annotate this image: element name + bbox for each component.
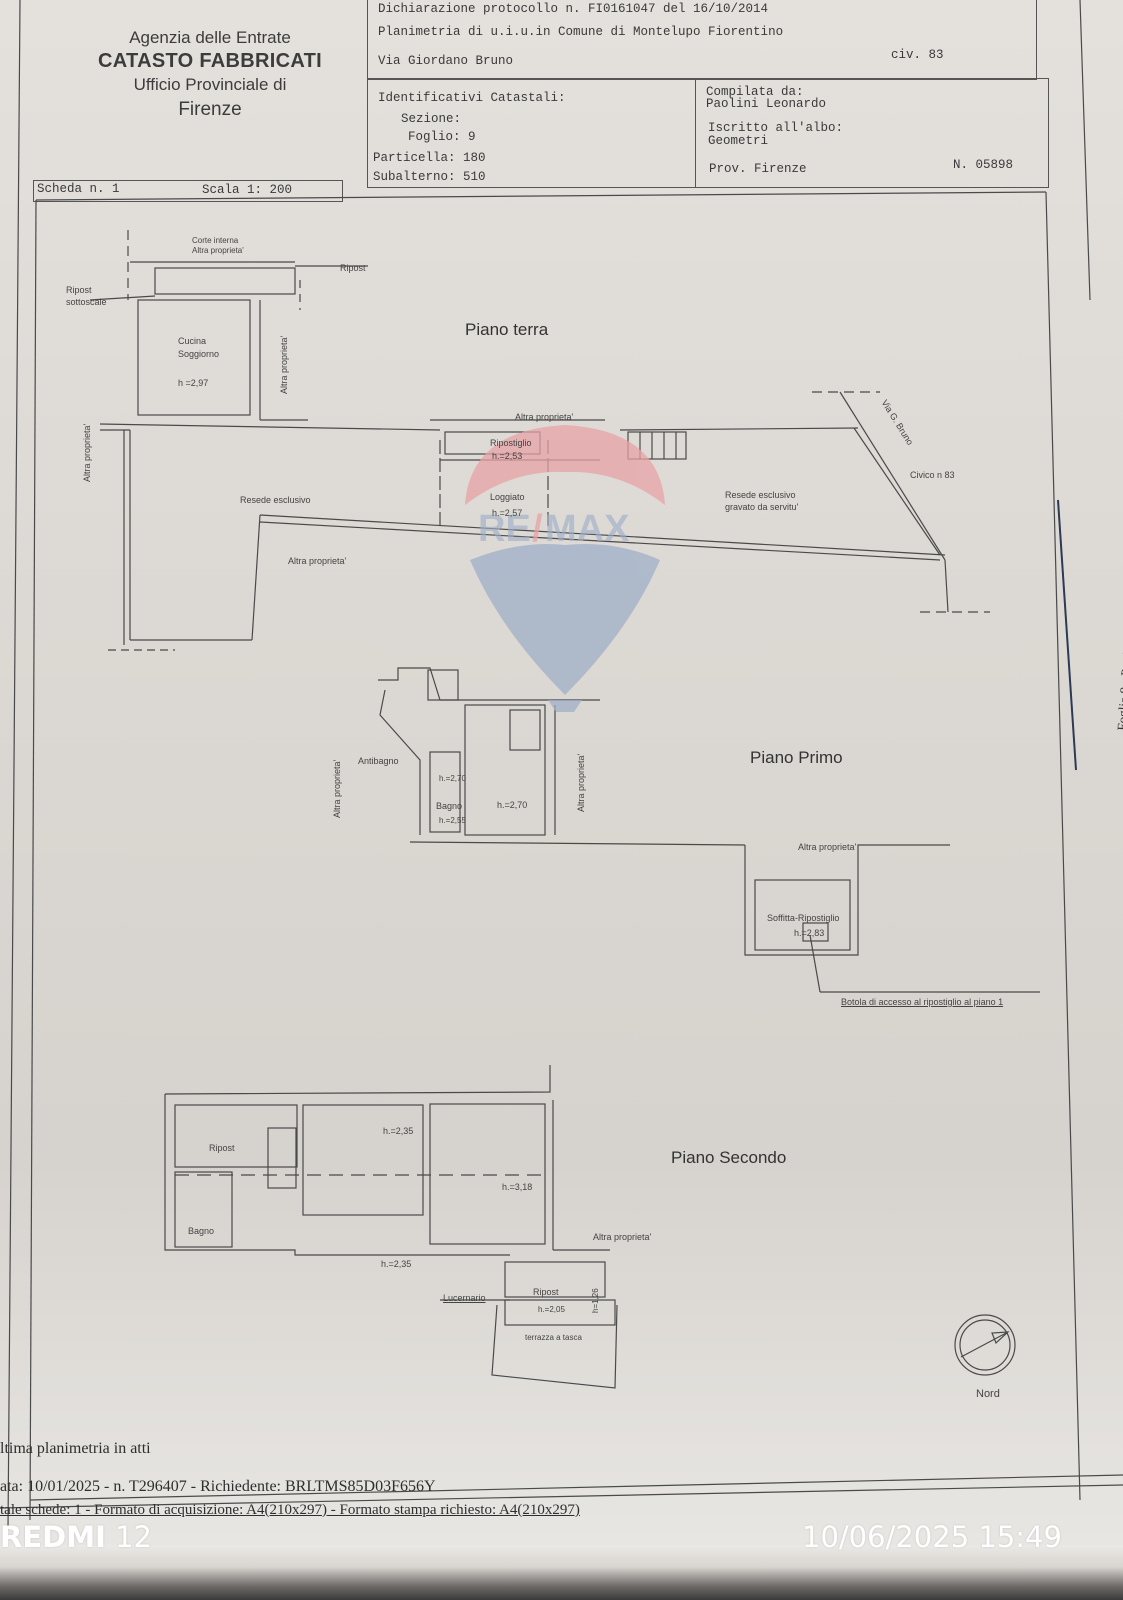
label-altra-right-1p: Altra proprieta' — [576, 753, 586, 812]
label-cucina: Cucina — [178, 336, 207, 346]
sezione: Sezione: — [401, 112, 462, 126]
label-bagno-2p: Bagno — [188, 1226, 215, 1236]
register-value: Geometri — [708, 134, 769, 148]
cadastral-sheet: Agenzia delle Entrate CATASTO FABBRICATI… — [0, 0, 1123, 1545]
label-ripost-top: Ripost — [340, 263, 366, 273]
register-label: Iscritto all'albo: — [708, 121, 844, 135]
label-soggiorno: Soggiorno — [178, 349, 220, 359]
label-ripost-small: Ripost — [533, 1287, 559, 1297]
floorplan-drawing: RE / MAX — [0, 0, 1123, 1531]
svg-text:MAX: MAX — [545, 508, 630, 550]
office-label: Ufficio Provinciale di — [133, 75, 287, 94]
label-resede: Resede esclusivo — [240, 495, 311, 505]
register-number: N. 05898 — [953, 158, 1014, 172]
foglio: Foglio: 9 — [408, 130, 476, 144]
label-ripost-sottoscale-1: Ripost — [66, 285, 92, 295]
label-h-side: h=1,26 — [591, 1288, 600, 1313]
compiled-by-name: Paolini Leonardo — [706, 97, 827, 111]
label-corte-altra: Altra proprieta' — [192, 246, 244, 255]
footer-last-plan: ltima planimetria in atti — [0, 1440, 151, 1457]
compiled-by-label: Compilata da: — [706, 85, 804, 99]
label-h-loggiato: h.=2,57 — [492, 508, 523, 518]
catasto-title: CATASTO FABBRICATI — [98, 50, 322, 72]
street: Via Giordano Bruno — [378, 54, 514, 68]
label-terrazza: terrazza a tasca — [525, 1333, 582, 1342]
camera-device-label: REDMI 12 — [0, 1520, 152, 1554]
label-h-cucina: h =2,97 — [178, 378, 209, 388]
label-h-main-1p: h.=2,70 — [497, 800, 528, 810]
label-h-top-2p: h.=2,35 — [383, 1126, 414, 1136]
svg-text:RE: RE — [478, 508, 531, 550]
province: Prov. Firenze — [709, 162, 807, 176]
identifiers-title: Identificativi Catastali: — [378, 91, 566, 105]
scale: Scala 1: 200 — [202, 183, 293, 197]
declaration: Dichiarazione protocollo n. FI0161047 de… — [378, 2, 769, 16]
label-antibagno: Antibagno — [358, 756, 399, 766]
identifiers-box: Identificativi Catastali: Sezione: Fogli… — [367, 78, 1049, 188]
ground-floor-title: Piano terra — [465, 320, 549, 339]
label-altra-vert-left: Altra proprieta' — [82, 423, 92, 482]
label-botola: Botola di accesso al ripostiglio al pian… — [841, 997, 1004, 1007]
particella: Particella: 180 — [373, 151, 486, 165]
label-altra-vert-1: Altra proprieta' — [279, 335, 289, 394]
office-city: Firenze — [178, 99, 242, 120]
label-ripost-sottoscale-2: sottoscale — [66, 297, 107, 307]
agency-name: Agenzia delle Entrate — [129, 28, 291, 47]
footer-format-info: tale schede: 1 - Formato di acquisizione… — [0, 1502, 580, 1518]
floorplan-municipality: Planimetria di u.i.u.in Comune di Montel… — [378, 25, 784, 39]
table-surface — [0, 1545, 1123, 1600]
label-h-soffitta: h.=2,83 — [794, 928, 825, 938]
label-bagno-1p: Bagno — [436, 801, 463, 811]
label-resede-gravato-2: gravato da servitu' — [725, 502, 799, 512]
label-corte-interna: Corte interna — [192, 236, 239, 245]
label-h-bagno-1p: h.=2,55 — [439, 816, 466, 825]
label-altra-top-1p: Altra proprieta' — [798, 842, 857, 852]
second-floor-title: Piano Secondo — [671, 1148, 787, 1167]
agency-block: Agenzia delle Entrate CATASTO FABBRICATI… — [60, 28, 360, 121]
label-h-antibagno: h.=2,70 — [439, 774, 466, 783]
label-h-ripost-small: h.=2,05 — [538, 1305, 565, 1314]
label-altra-top: Altra proprieta' — [515, 412, 574, 422]
label-civico: Civico n 83 — [910, 470, 955, 480]
protocol-box: Dichiarazione protocollo n. FI0161047 de… — [367, 0, 1037, 80]
camera-brand: REDMI — [0, 1520, 106, 1554]
first-floor-title: Piano Primo — [750, 748, 843, 767]
label-ripost-2p: Ripost — [209, 1143, 235, 1153]
label-h-ripostiglio: h.=2,53 — [492, 451, 523, 461]
footer-request-data: ata: 10/01/2025 - n. T296407 - Richieden… — [0, 1478, 436, 1495]
remax-watermark: RE / MAX — [465, 425, 665, 712]
label-h-mid-2p: h.=3,18 — [502, 1182, 533, 1192]
label-soffitta: Soffitta-Ripostiglio — [767, 913, 840, 923]
label-ripostiglio: Ripostiglio — [490, 438, 532, 448]
label-h-bottom-2p: h.=2,35 — [381, 1259, 412, 1269]
scheda-number: Scheda n. 1 — [37, 182, 120, 196]
camera-model: 12 — [115, 1520, 152, 1554]
camera-timestamp: 10/06/2025 15:49 — [802, 1520, 1062, 1554]
label-resede-gravato-1: Resede esclusivo — [725, 490, 796, 500]
label-altra-mid: Altra proprieta' — [288, 556, 347, 566]
label-altra-left-1p: Altra proprieta' — [332, 759, 342, 818]
label-altra-2p: Altra proprieta' — [593, 1232, 652, 1242]
svg-text:/: / — [532, 508, 543, 550]
identifiers-divider — [695, 79, 697, 187]
subalterno: Subalterno: 510 — [373, 170, 486, 184]
civic-number: civ. 83 — [891, 48, 944, 62]
label-lucernario: Lucernario — [443, 1293, 486, 1303]
north-label: Nord — [976, 1388, 1000, 1400]
scheda-box: Scheda n. 1 Scala 1: 200 — [33, 180, 343, 202]
label-loggiato: Loggiato — [490, 492, 525, 502]
